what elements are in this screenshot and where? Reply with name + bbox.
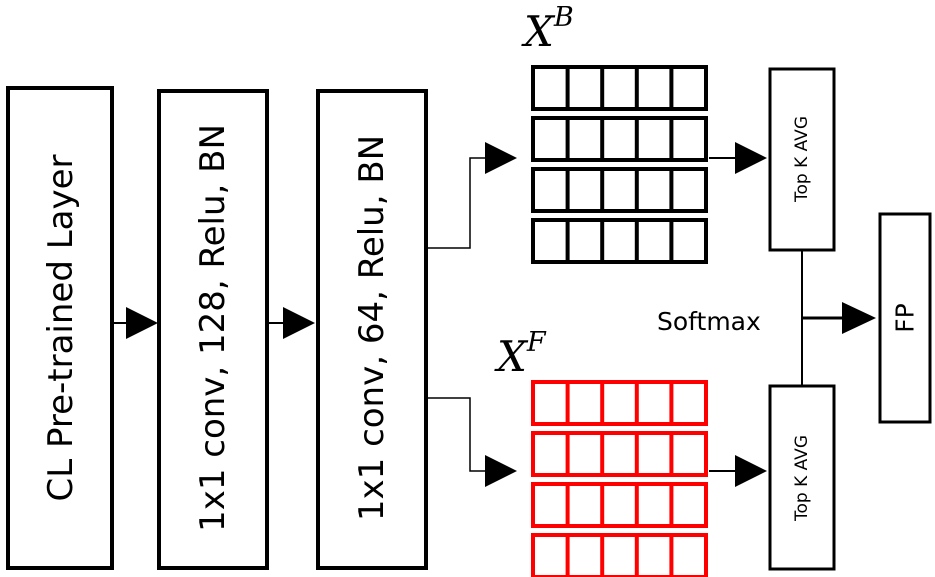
xb-label-superscript: B xyxy=(553,2,574,33)
xf-grid-row xyxy=(531,533,708,577)
arrowhead-to-xf xyxy=(485,455,517,487)
topk-avg-bottom-label: Top K AVG xyxy=(792,435,812,522)
xb-grid-row xyxy=(531,167,708,213)
arrowhead-to-xb xyxy=(485,142,517,174)
topk-avg-top-block: Top K AVG xyxy=(768,67,836,252)
pretrained-layer-label: CL Pre-trained Layer xyxy=(41,154,81,501)
xb-grid-row xyxy=(531,116,708,162)
arrowhead-conv128-to-conv64 xyxy=(283,307,315,339)
xf-feature-grid xyxy=(531,380,708,577)
conv128-label: 1x1 conv, 128, Relu, BN xyxy=(193,124,233,532)
arrowhead-softmax-to-fp xyxy=(842,302,876,334)
xb-feature-grid xyxy=(531,65,708,264)
xb-grid-row xyxy=(531,218,708,264)
fp-block: FP xyxy=(878,212,932,424)
arrowhead-xf-to-topk-bottom xyxy=(735,455,767,487)
xb-label: XB xyxy=(521,2,574,56)
xf-grid-row xyxy=(531,431,708,477)
xf-grid-row xyxy=(531,380,708,426)
conv64-label: 1x1 conv, 64, Relu, BN xyxy=(352,135,392,521)
xf-label: XF xyxy=(494,327,547,381)
xf-label-base: X xyxy=(494,332,529,381)
xb-grid-row xyxy=(531,65,708,111)
xb-label-base: X xyxy=(521,7,556,56)
pretrained-layer-block: CL Pre-trained Layer xyxy=(6,86,114,570)
softmax-label: Softmax xyxy=(657,307,761,336)
topk-avg-bottom-block: Top K AVG xyxy=(768,384,836,571)
xf-label-superscript: F xyxy=(526,327,547,358)
conv64-block: 1x1 conv, 64, Relu, BN xyxy=(316,89,428,570)
arrowhead-xb-to-topk-top xyxy=(735,142,767,174)
topk-avg-top-label: Top K AVG xyxy=(792,116,812,203)
fp-label: FP xyxy=(891,303,920,332)
arrowhead-pretrained-to-conv128 xyxy=(126,307,158,339)
conv128-block: 1x1 conv, 128, Relu, BN xyxy=(157,89,269,570)
xf-grid-row xyxy=(531,482,708,528)
